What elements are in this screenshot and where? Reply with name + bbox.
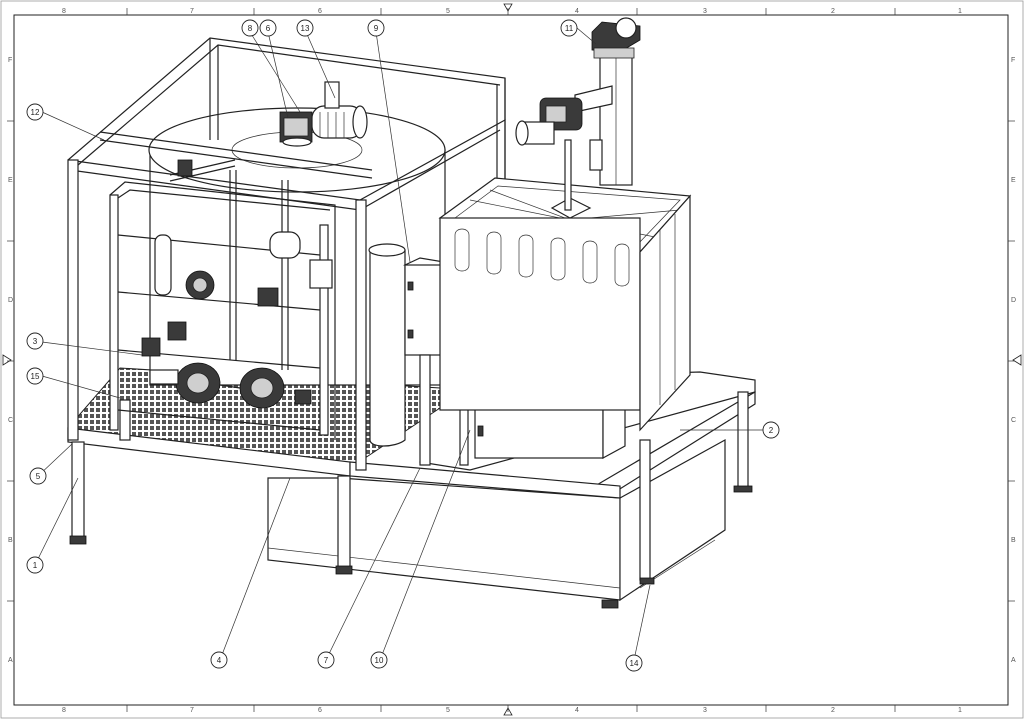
- zone-left-A: A: [8, 657, 13, 664]
- balloon-5: 5: [29, 467, 47, 485]
- zone-left-D: D: [8, 297, 13, 304]
- balloon-10: 10: [370, 651, 388, 669]
- zone-bottom-7: 7: [190, 707, 194, 714]
- balloon-number: 13: [301, 24, 310, 33]
- zone-left-E: E: [8, 177, 13, 184]
- diaphragm-pumps: [149, 362, 312, 409]
- balloon-11: 11: [560, 19, 578, 37]
- balloon-14: 14: [625, 654, 643, 672]
- zone-left-B: B: [8, 537, 13, 544]
- centring-mark-top: [503, 3, 513, 12]
- zone-top-1: 1: [958, 8, 962, 15]
- balloon-number: 15: [31, 372, 40, 381]
- zone-bottom-6: 6: [318, 707, 322, 714]
- left-platform: [67, 367, 621, 575]
- zone-left-F: F: [8, 57, 12, 64]
- zone-top-6: 6: [318, 8, 322, 15]
- balloon-number: 14: [630, 659, 639, 668]
- balloon-number: 11: [565, 24, 574, 33]
- lifting-mixer: [515, 17, 641, 211]
- balloon-number: 2: [769, 426, 774, 435]
- zone-bottom-5: 5: [446, 707, 450, 714]
- balloon-7: 7: [317, 651, 335, 669]
- zone-top-4: 4: [575, 8, 579, 15]
- balloon-number: 3: [33, 337, 38, 346]
- zone-top-5: 5: [446, 8, 450, 15]
- balloon-number: 4: [217, 656, 222, 665]
- zone-right-F: F: [1011, 57, 1015, 64]
- balloon-number: 9: [374, 24, 379, 33]
- zone-right-C: C: [1011, 417, 1016, 424]
- balloon-15: 15: [26, 367, 44, 385]
- zone-bottom-2: 2: [831, 707, 835, 714]
- centring-mark-bottom: [503, 707, 513, 716]
- zone-top-2: 2: [831, 8, 835, 15]
- part-balloons: 1 2 3 4 5 6 7 8 9 10 11 12 13 14 15: [26, 19, 780, 672]
- balloon-2: 2: [762, 421, 780, 439]
- balloon-number: 7: [324, 656, 329, 665]
- zone-bottom-3: 3: [703, 707, 707, 714]
- balloon-number: 1: [33, 561, 38, 570]
- ibc-container: [438, 177, 692, 432]
- pipe-frame: [109, 159, 336, 440]
- balloon-number: 6: [266, 24, 271, 33]
- tank-agitator-motor: [279, 81, 368, 147]
- zone-labels: 8 7 6 5 4 3 2 1 8 7 6 5 4 3 2 1 F E D C …: [8, 8, 1016, 714]
- balloon-number: 5: [36, 472, 41, 481]
- zone-bottom-8: 8: [62, 707, 66, 714]
- balloon-9: 9: [367, 19, 385, 37]
- zone-right-B: B: [1011, 537, 1016, 544]
- machine-illustration: [67, 17, 756, 609]
- balloon-1: 1: [26, 556, 44, 574]
- balloon-4: 4: [210, 651, 228, 669]
- balloon-13: 13: [296, 19, 314, 37]
- balloon-number: 12: [31, 108, 40, 117]
- centring-mark-left: [2, 354, 12, 366]
- zone-left-C: C: [8, 417, 13, 424]
- zone-right-D: D: [1011, 297, 1016, 304]
- balloon-8: 8: [241, 19, 259, 37]
- balloon-number: 10: [375, 656, 384, 665]
- zone-right-E: E: [1011, 177, 1016, 184]
- balloon-6: 6: [259, 19, 277, 37]
- tank-cage-frame: [67, 37, 506, 471]
- centring-mark-right: [1012, 354, 1022, 366]
- zone-top-8: 8: [62, 8, 66, 15]
- zone-right-A: A: [1011, 657, 1016, 664]
- balloon-3: 3: [26, 332, 44, 350]
- balloon-12: 12: [26, 103, 44, 121]
- zone-bottom-1: 1: [958, 707, 962, 714]
- balloon-number: 8: [248, 24, 253, 33]
- zone-bottom-4: 4: [575, 707, 579, 714]
- zone-top-3: 3: [703, 8, 707, 15]
- zone-top-7: 7: [190, 8, 194, 15]
